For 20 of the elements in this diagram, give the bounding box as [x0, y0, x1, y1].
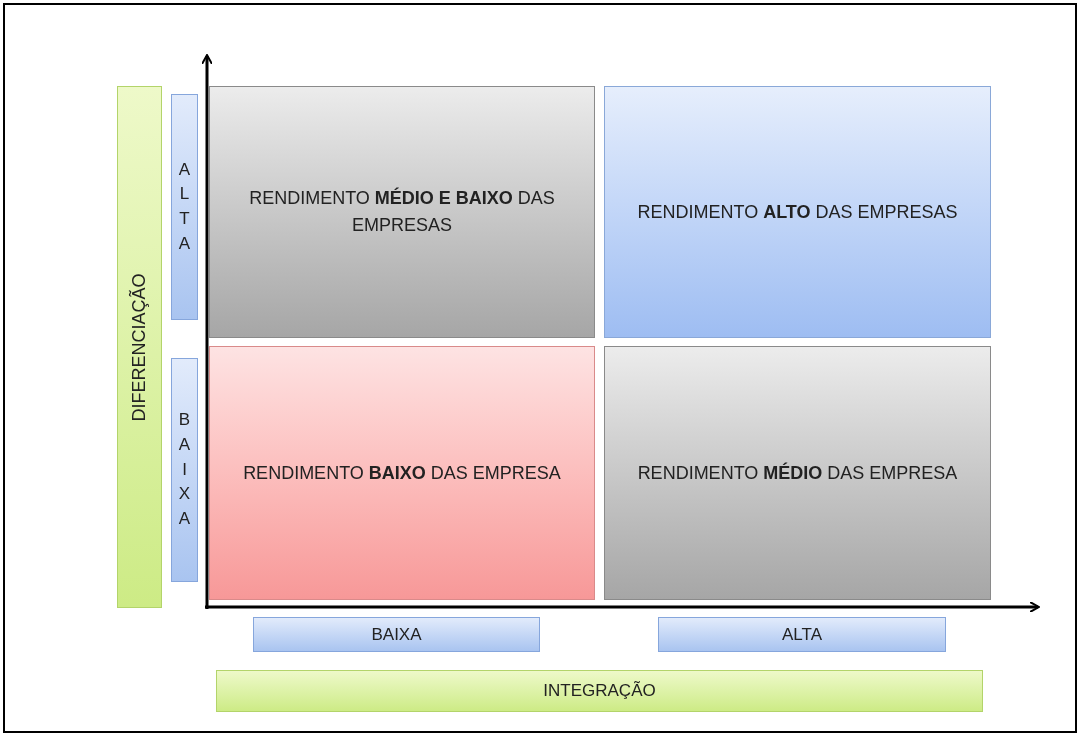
axis-title: DIFERENCIAÇÃO: [128, 273, 150, 421]
axis-title-band: [216, 670, 983, 712]
quadrant-text: RENDIMENTO BAIXO DAS EMPRESA: [242, 461, 562, 485]
quadrant-box: [209, 86, 595, 338]
level-label: ALTA: [782, 623, 822, 646]
level-label: ALTA: [177, 158, 192, 255]
quadrant-box: [209, 346, 595, 600]
level-label: BAIXA: [177, 409, 192, 530]
axis-title: INTEGRAÇÃO: [543, 680, 656, 703]
quadrant-text: RENDIMENTO MÉDIO E BAIXO DAS EMPRESAS: [248, 186, 556, 237]
quadrant-box: [604, 86, 991, 338]
level-label: BAIXA: [371, 623, 422, 646]
level-label-box: [171, 94, 198, 320]
level-label-box: [658, 617, 946, 652]
quadrant-box: [604, 346, 991, 600]
level-label-box: [171, 358, 198, 582]
level-label-box: [253, 617, 540, 652]
quadrant-text: RENDIMENTO MÉDIO DAS EMPRESA: [636, 461, 959, 485]
axis-title-band: [117, 86, 162, 608]
quadrant-text: RENDIMENTO ALTO DAS EMPRESAS: [636, 200, 959, 224]
